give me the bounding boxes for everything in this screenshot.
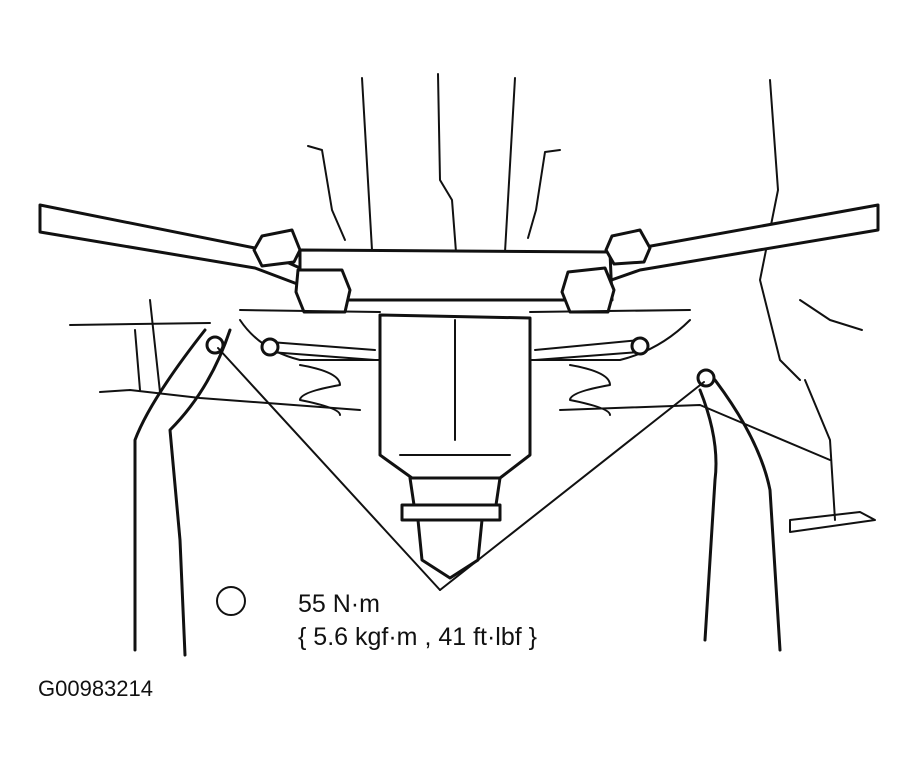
housing-detail <box>399 319 511 456</box>
right-hanger-inner <box>698 388 718 642</box>
body-line <box>437 73 457 253</box>
left-rod-end <box>260 337 280 357</box>
flange-plate <box>400 503 502 522</box>
right-mount-bolt-icon <box>696 368 716 388</box>
body-line <box>69 322 211 326</box>
left-spring <box>299 364 341 416</box>
right-rod-end <box>630 336 650 356</box>
body-line <box>307 145 346 241</box>
body-line <box>789 511 876 533</box>
leader-line-left <box>217 347 441 591</box>
torque-circle-icon <box>216 586 246 616</box>
body-line <box>504 77 516 253</box>
body-line <box>361 77 373 251</box>
body-line <box>134 299 161 393</box>
left-rod <box>269 341 376 361</box>
right-hanger-outer <box>713 378 782 652</box>
body-line <box>99 389 361 411</box>
body-line <box>799 299 863 331</box>
right-bushing <box>560 266 616 314</box>
body-line <box>804 379 836 521</box>
body-line <box>559 404 831 461</box>
left-bushing <box>294 268 352 314</box>
body-line <box>759 79 801 381</box>
body-line <box>527 149 561 239</box>
torque-alt-units: { 5.6 kgf·m , 41 ft·lbf } <box>298 623 538 651</box>
figure-id: G00983214 <box>38 676 153 701</box>
pinion-nose <box>416 518 484 580</box>
left-hanger-outer <box>133 328 207 652</box>
right-rod <box>534 339 641 361</box>
left-link <box>239 309 381 361</box>
pinion-flange <box>408 476 502 507</box>
leader-line-right <box>439 381 705 591</box>
left-mount-stud <box>252 228 302 268</box>
right-mount-stud <box>604 228 652 266</box>
right-spring <box>569 364 611 416</box>
torque-value: 55 N·m <box>298 590 380 618</box>
right-link <box>529 309 691 361</box>
